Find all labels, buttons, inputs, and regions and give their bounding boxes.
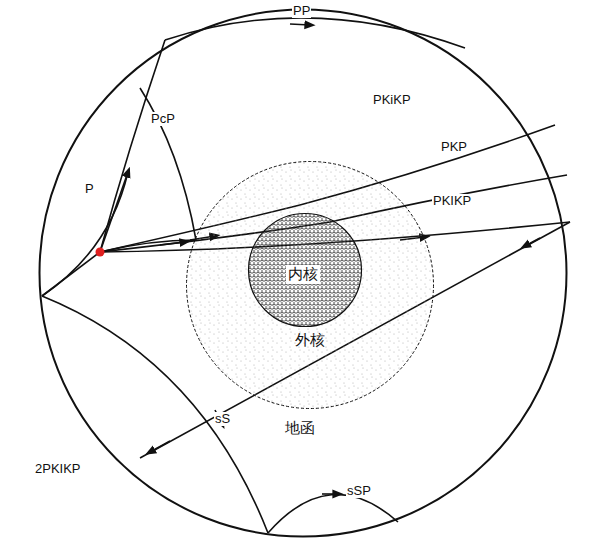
inner-core-circle: 内核	[247, 212, 363, 328]
s-branch	[42, 172, 128, 296]
wave-label: PKIKP	[432, 194, 472, 208]
outer-core-circle: 外核 内核	[185, 160, 435, 410]
ssp-ray	[268, 495, 398, 533]
source-dot	[96, 248, 105, 257]
pp-ray	[165, 18, 465, 48]
2pkikp-arrow	[525, 238, 540, 246]
region-name: 内核	[286, 265, 320, 284]
wave-label: P	[84, 182, 95, 196]
region-name: 外核	[295, 331, 325, 350]
region-name: 地函	[285, 419, 315, 438]
2pkikp-arrow	[150, 441, 170, 452]
wave-label: PKP	[440, 140, 468, 154]
wave-label: PKiKP	[372, 93, 412, 107]
core-arrow	[160, 242, 185, 245]
wave-label: sSP	[346, 484, 372, 498]
mantle-circle: 地函 外核 内核	[38, 8, 568, 538]
wave-label: sS	[214, 412, 231, 426]
wave-label: 2PKIKP	[34, 462, 82, 476]
wave-label: PP	[292, 4, 311, 18]
pp-arrow	[290, 24, 310, 25]
wave-label: PcP	[150, 112, 176, 126]
pcp-ray	[140, 88, 196, 240]
ssp-arrow	[322, 493, 338, 495]
